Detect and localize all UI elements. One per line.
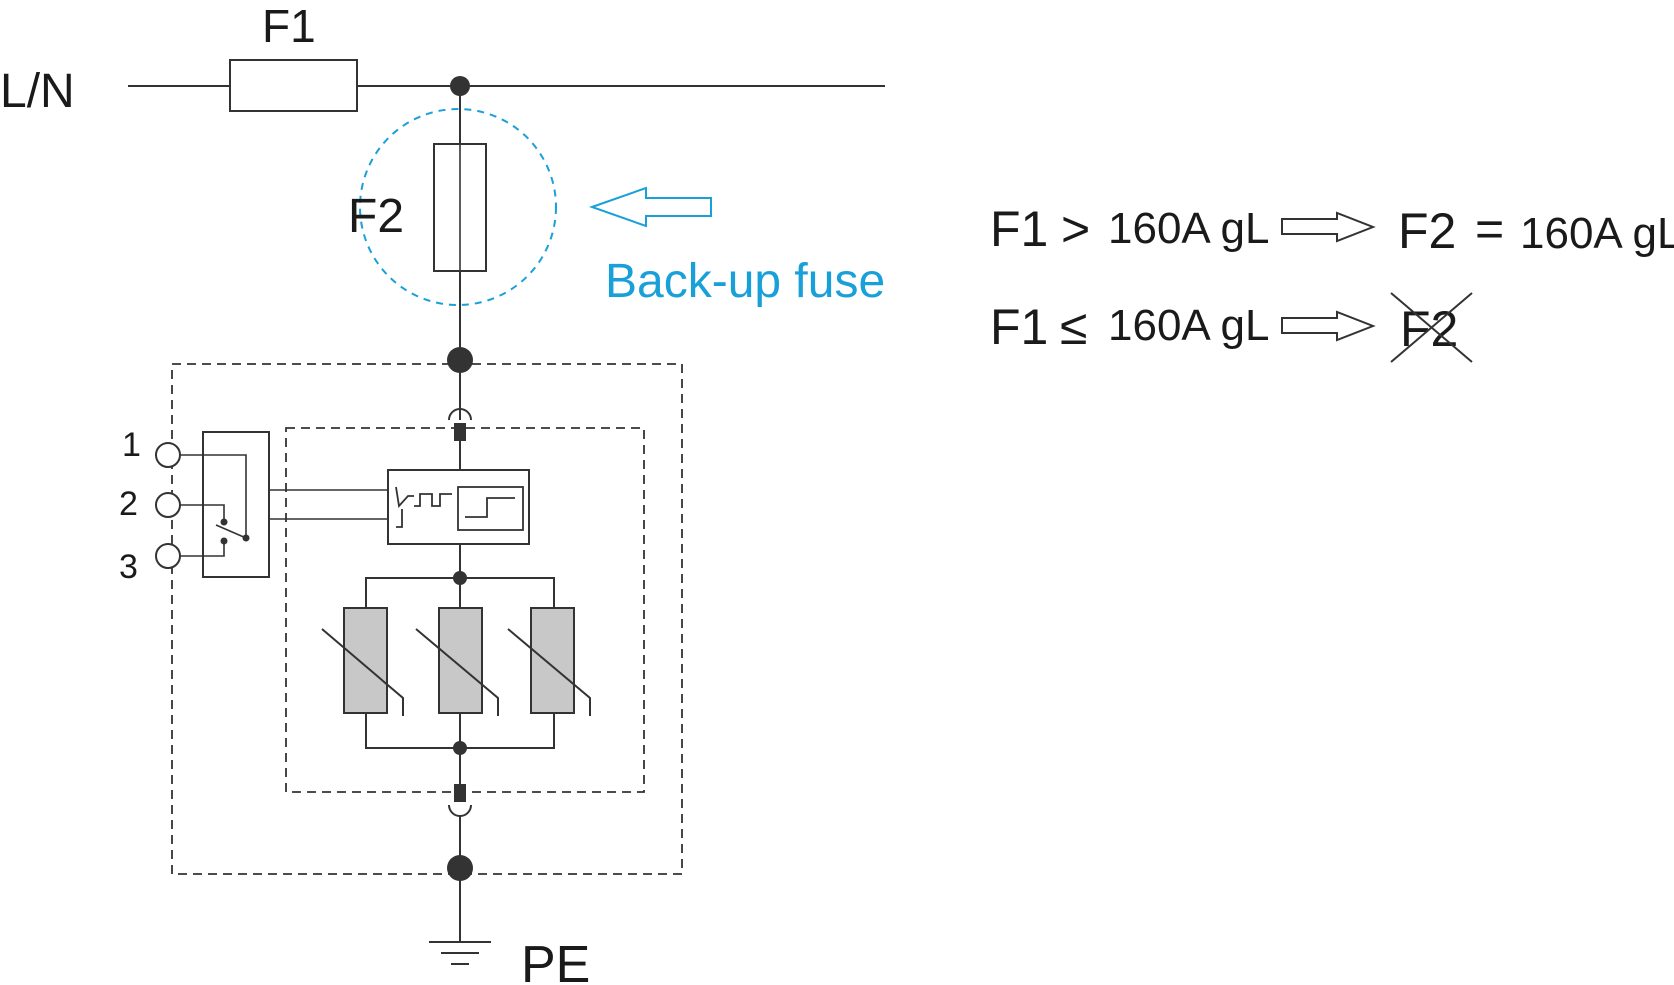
varistor-1-slash: [321, 628, 404, 716]
rule-1-result-operator: =: [1475, 201, 1504, 257]
contact-3-wire: [180, 541, 225, 557]
contact-switch-end: [242, 534, 250, 542]
rule-1: F1 > 160A gL F2 = 160A gL: [990, 201, 1674, 259]
rule-1-rating: 160A gL: [1108, 204, 1270, 253]
contact-1-terminal[interactable]: [155, 442, 181, 468]
bottom-plug-socket-icon: [448, 804, 472, 817]
varistor-2-slash: [415, 628, 499, 716]
contact-2-label: 2: [119, 485, 138, 523]
rule-2-cross-stroke-2: [1390, 292, 1473, 363]
bottom-plug-pin: [454, 784, 466, 802]
thermal-disconnector: [387, 469, 530, 545]
disconnector-hysteresis-icon: [465, 497, 515, 518]
rule-2-left: F1: [990, 299, 1048, 355]
fuse-f1: [229, 59, 358, 112]
rule-2: F1 ≤ 160A gL F2: [990, 292, 1473, 363]
top-plug-pin: [454, 423, 466, 441]
disconnector-pulse-icon: [414, 493, 452, 507]
ground-label: PE: [521, 936, 590, 985]
disconnector-switch-icon: [395, 486, 414, 509]
contact-2-wire: [180, 504, 225, 522]
rule-2-arrow-icon: [1281, 310, 1376, 342]
contact-switch-pivot: [220, 518, 228, 526]
rule-1-arrow-icon: [1281, 211, 1376, 243]
varistor-2: [438, 607, 483, 714]
contact-2-terminal[interactable]: [155, 492, 181, 518]
rule-1-result-fuse: F2: [1398, 203, 1456, 259]
line-label: L/N: [0, 65, 75, 118]
contact-3-label: 3: [119, 548, 138, 586]
fuse-f2-label: F2: [348, 190, 404, 243]
top-plug-socket-icon: [448, 408, 472, 421]
contact-1-label: 1: [122, 426, 141, 464]
contact-3-terminal[interactable]: [155, 543, 181, 569]
rule-2-operator: ≤: [1060, 299, 1087, 355]
disconnector-step-icon: [396, 509, 403, 528]
rule-2-rating: 160A gL: [1108, 301, 1270, 350]
spd-bottom-terminal: [447, 855, 473, 881]
backup-fuse-label: Back-up fuse: [605, 255, 885, 308]
varistor-3: [530, 607, 575, 714]
rule-1-operator: >: [1061, 201, 1090, 257]
rule-1-result-rating: 160A gL: [1520, 209, 1674, 258]
backup-fuse-highlight: [359, 108, 557, 306]
contact-switch-blade: [215, 524, 247, 539]
varistor-3-slash: [507, 628, 591, 716]
backup-arrow-icon: [588, 186, 712, 228]
disconnector-inner-box: [457, 486, 524, 531]
contact-1-wire: [180, 454, 247, 538]
spd-outer-housing: [171, 363, 683, 875]
fuse-f1-label: F1: [262, 0, 316, 52]
rule-1-left: F1: [990, 201, 1048, 257]
contact-switch-node: [220, 537, 228, 545]
varistor-1: [343, 607, 388, 714]
